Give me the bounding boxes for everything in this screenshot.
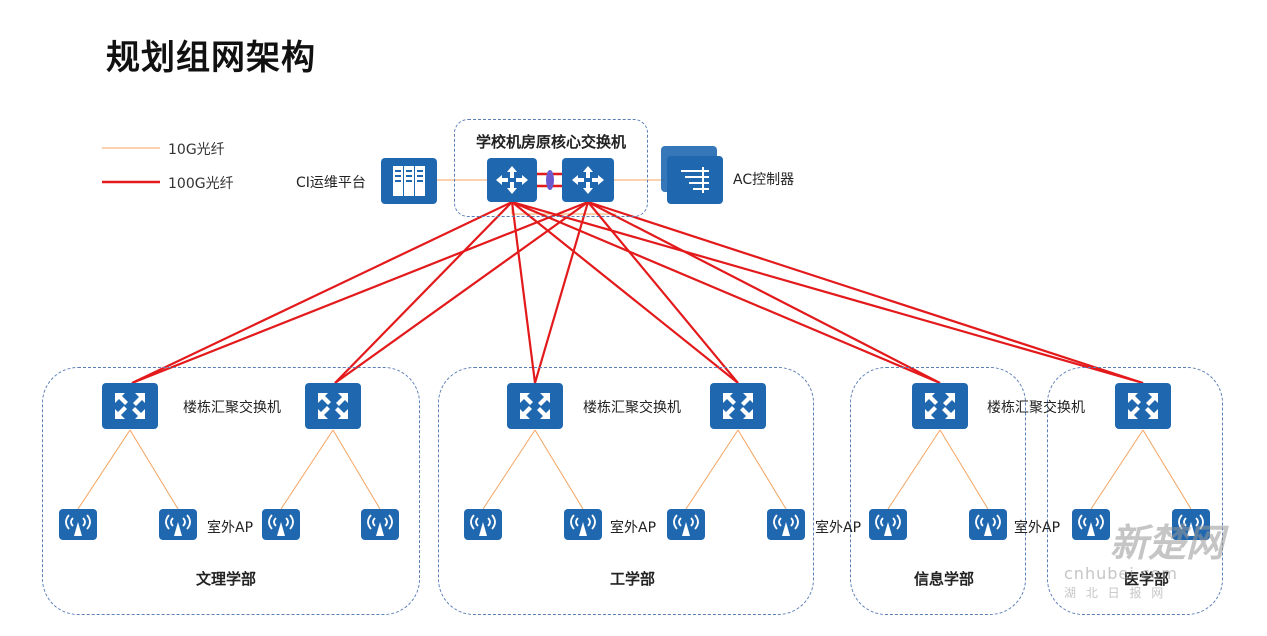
department-group-1 [42, 367, 420, 615]
department-name: 信息学部 [914, 570, 975, 588]
core-group [454, 119, 648, 217]
department-name: 文理学部 [196, 570, 257, 588]
router-icon [487, 158, 537, 202]
aggregation-switch-icon [1115, 383, 1171, 429]
server-icon [381, 158, 437, 204]
router-icon [562, 158, 614, 202]
page-title: 规划组网架构 [106, 38, 316, 78]
aggregation-switch-icon [507, 383, 563, 429]
wireless-ap-icon [869, 509, 907, 540]
ac-controller-icon [667, 156, 723, 204]
core-label: 学校机房原核心交换机 [476, 133, 627, 151]
wireless-ap-icon [464, 509, 502, 540]
wireless-ap-icon [969, 509, 1007, 540]
wireless-ap-icon [262, 509, 300, 540]
wireless-ap-icon [159, 509, 197, 540]
department-group-3 [850, 367, 1026, 615]
aggregation-switch-icon [710, 383, 766, 429]
ap-label: 室外AP [1014, 520, 1061, 536]
ap-label: 室外AP [815, 520, 862, 536]
legend-10g-label: 10G光纤 [168, 142, 225, 158]
watermark-brand: 新楚网 [1110, 521, 1225, 565]
legend-100g-label: 100G光纤 [168, 176, 234, 192]
ap-label: 室外AP [610, 520, 657, 536]
aggregation-label: 楼栋汇聚交换机 [583, 400, 681, 416]
wireless-ap-icon [767, 509, 805, 540]
wireless-ap-icon [1072, 509, 1110, 540]
ap-label: 室外AP [207, 520, 254, 536]
ci-platform-label: CI运维平台 [296, 175, 366, 191]
watermark-url: cnhubei.com [1064, 564, 1178, 583]
wireless-ap-icon [1172, 509, 1210, 540]
aggregation-label: 楼栋汇聚交换机 [987, 400, 1085, 416]
aggregation-label: 楼栋汇聚交换机 [183, 400, 281, 416]
aggregation-switch-icon [305, 383, 361, 429]
ac-controller-label: AC控制器 [733, 172, 795, 188]
link-aggregation-icon [546, 170, 554, 190]
wireless-ap-icon [361, 509, 399, 540]
wireless-ap-icon [564, 509, 602, 540]
department-group-2 [438, 367, 814, 615]
department-name: 工学部 [610, 570, 656, 588]
watermark-sub: 湖 北 日 报 网 [1064, 586, 1167, 600]
department-name: 医学部 [1124, 570, 1170, 588]
department-group-4 [1047, 367, 1223, 615]
aggregation-switch-icon [912, 383, 968, 429]
aggregation-switch-icon [102, 383, 158, 429]
wireless-ap-icon [667, 509, 705, 540]
wireless-ap-icon [59, 509, 97, 540]
